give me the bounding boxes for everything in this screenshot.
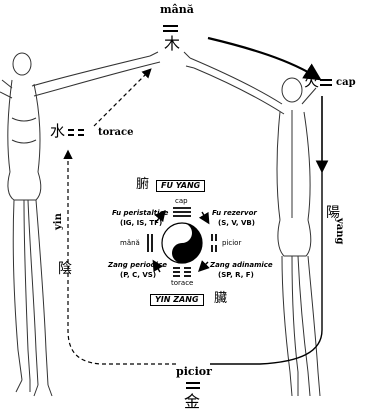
label-fu-rezervor-organs: (S, V, VB) [218, 220, 255, 227]
center-label-torace: torace [171, 280, 193, 287]
center-label-cap: cap [175, 198, 188, 205]
label-fu-rezervor: Fu rezervor [212, 210, 257, 217]
label-cap: cap [336, 78, 356, 88]
char-metal: 金 [184, 394, 200, 410]
center-trigram-top [173, 208, 191, 216]
cycle-arrow-bottom-right [200, 262, 208, 270]
label-torace: torace [98, 128, 134, 138]
label-fu-peristaltice-organs: (IG, IS, TF) [120, 220, 162, 227]
label-zang-adinamice-organs: (SP, R, F) [218, 272, 254, 279]
char-yin: 陰 [58, 262, 72, 276]
char-wood: 木 [164, 36, 180, 52]
char-fire: 火 [304, 74, 319, 89]
label-yang: yang [334, 218, 344, 245]
label-picior: picior [176, 366, 212, 377]
yin-zang-box: YIN ZANG [150, 294, 204, 306]
trigram-mana [163, 26, 178, 31]
label-mana: mână [160, 4, 194, 15]
yin-yang-symbol [162, 223, 202, 263]
arrow-torace-to-mana [94, 70, 150, 126]
label-zang-adinamice: Zang adinamice [210, 262, 273, 269]
trigram-torace [68, 130, 84, 135]
label-zang-periodice-organs: (P, C, VS) [120, 272, 156, 279]
trigram-picior [186, 383, 200, 388]
arrow-mana-to-cap [208, 38, 318, 78]
label-fu-peristaltice: Fu peristaltice [112, 210, 168, 217]
char-zang: 臟 [214, 292, 227, 305]
label-zang-periodice: Zang periodice [108, 262, 167, 269]
center-trigram-bottom [173, 268, 191, 276]
char-water: 水 [50, 124, 65, 139]
trigram-cap [320, 80, 332, 85]
cycle-arrow-top-right [202, 212, 208, 222]
center-label-picior: picior [222, 240, 241, 247]
center-trigram-left [148, 234, 152, 252]
label-yin: yin [54, 213, 64, 230]
fu-yang-box: FU YANG [156, 180, 205, 192]
char-fu: 腑 [136, 178, 149, 191]
center-label-mana: mână [120, 240, 140, 247]
center-trigram-right [212, 234, 216, 252]
